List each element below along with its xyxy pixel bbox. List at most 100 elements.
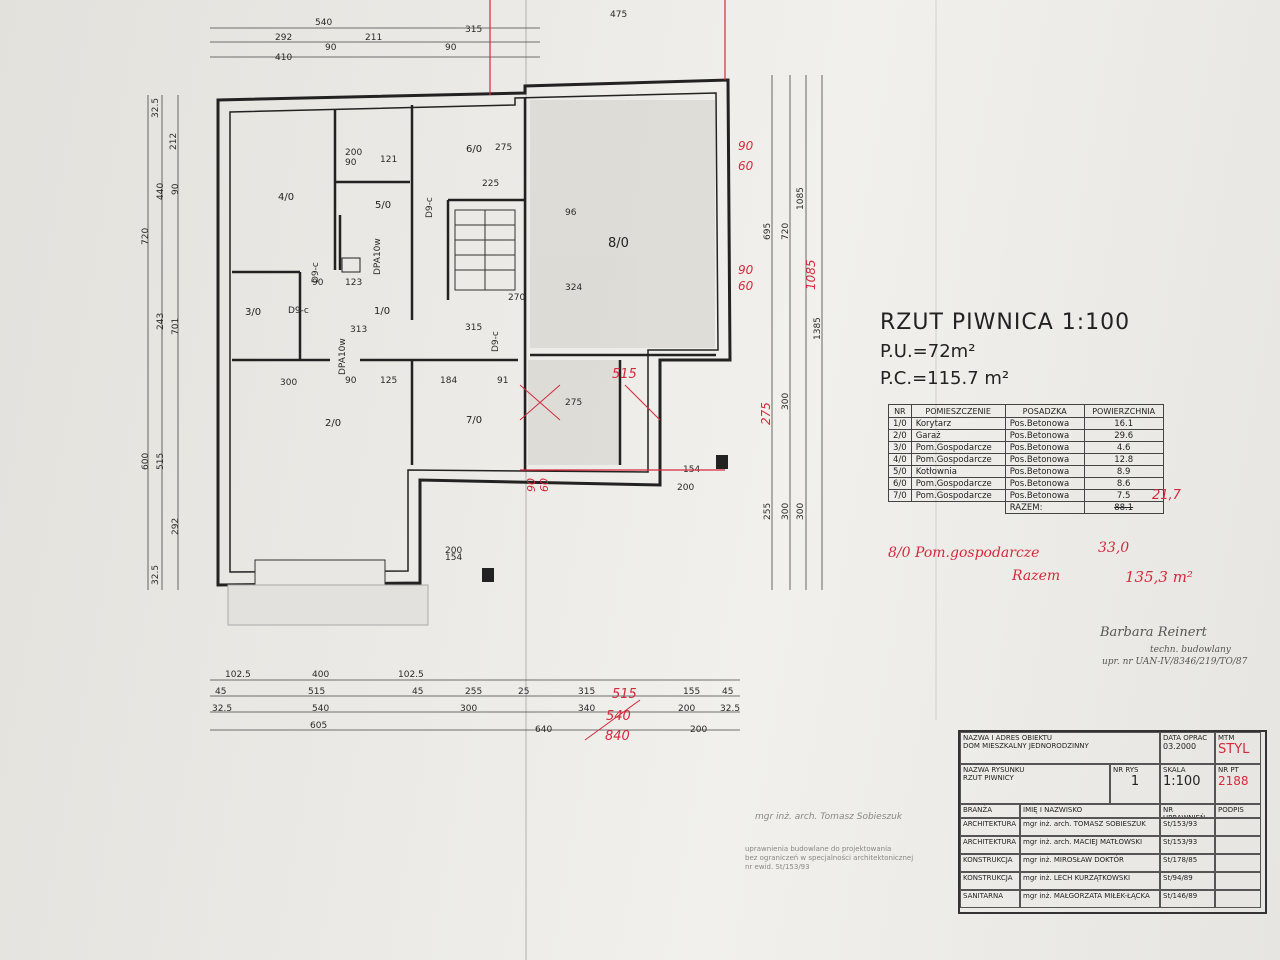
dimension-label: 600 bbox=[141, 453, 151, 470]
stamp-cell: ARCHITEKTURA bbox=[960, 836, 1020, 854]
stamp-address: NAZWA I ADRES OBIEKTU DOM MIESZKALNY JED… bbox=[960, 732, 1160, 764]
door-labels: DPA10w DPA10w D9-c D9-c D9-c D9-c bbox=[288, 197, 501, 375]
stamp-mtm: MTM STYL bbox=[1215, 732, 1261, 764]
handwritten-extra-room: 8/0 Pom.gospodarcze bbox=[888, 545, 1040, 561]
stamp-cell: St/178/85 bbox=[1160, 854, 1215, 872]
stamp-label: NR PT bbox=[1218, 766, 1239, 774]
stamp-value: DOM MIESZKALNY JEDNORODZINNY bbox=[963, 742, 1089, 750]
dimension-label: 275 bbox=[495, 143, 512, 153]
dimension-label: 90 bbox=[325, 43, 337, 53]
table-cell: Korytarz bbox=[910, 417, 1006, 430]
stamp-cell: ARCHITEKTURA bbox=[960, 818, 1020, 836]
boiler bbox=[341, 257, 361, 273]
stamp-label: MTM bbox=[1218, 734, 1235, 742]
stamp-cell: mgr inż. arch. TOMASZ SOBIESZUK bbox=[1020, 818, 1160, 836]
stamp-cell bbox=[1215, 872, 1261, 890]
total-value: 88.1 bbox=[1083, 501, 1164, 514]
dimension-label: 155 bbox=[683, 687, 700, 697]
red-dimension: 90 bbox=[738, 263, 754, 277]
red-dimension: 275 bbox=[759, 402, 773, 425]
dimension-label: 475 bbox=[610, 10, 627, 20]
dimension-label: 701 bbox=[171, 318, 181, 335]
room-label: 7/0 bbox=[466, 415, 482, 426]
dimension-label: 540 bbox=[315, 18, 332, 28]
stamp-value: RZUT PIWNICY bbox=[963, 774, 1014, 782]
dimension-label: 720 bbox=[141, 228, 151, 245]
red-dimension: 60 bbox=[738, 279, 754, 293]
table-cell: Pos.Betonowa bbox=[1004, 489, 1085, 502]
table-cell: 16.1 bbox=[1083, 417, 1164, 430]
table-cell: 1/0 bbox=[888, 417, 912, 430]
stamp-cell: St/94/89 bbox=[1160, 872, 1215, 890]
room-table: NR POMIESZCZENIE POSADZKA POWIERZCHNIA 1… bbox=[888, 404, 1164, 514]
table-cell: Pos.Betonowa bbox=[1004, 477, 1085, 490]
stamp-cell: mgr inż. MAŁGORZATA MIŁEK-ŁĄCKA bbox=[1020, 890, 1160, 908]
table-cell: Pos.Betonowa bbox=[1004, 417, 1085, 430]
dimension-label: 32.5 bbox=[212, 704, 232, 714]
stamp-label: SKALA bbox=[1163, 766, 1186, 774]
table-cell: Kotłownia bbox=[910, 465, 1006, 478]
dimension-label: 32.5 bbox=[720, 704, 740, 714]
stamp-cell: mgr inż. arch. MACIEJ MATŁOWSKI bbox=[1020, 836, 1160, 854]
room-label: 8/0 bbox=[608, 236, 629, 251]
dimension-label: 91 bbox=[497, 376, 508, 386]
dimension-label: 275 bbox=[565, 398, 582, 408]
dimension-label: 90 bbox=[345, 376, 357, 386]
room-label: 5/0 bbox=[375, 200, 391, 211]
title-stamp: NAZWA I ADRES OBIEKTU DOM MIESZKALNY JED… bbox=[958, 730, 1267, 914]
dimension-label: 32.5 bbox=[151, 98, 161, 118]
room-label: 1/0 bbox=[374, 306, 390, 317]
inner-walls bbox=[232, 98, 716, 470]
architect-name: mgr inż. arch. Tomasz Sobieszuk bbox=[755, 812, 903, 822]
table-header: POMIESZCZENIE bbox=[910, 404, 1006, 418]
dimension-label: 102.5 bbox=[225, 670, 251, 680]
concrete-hatching bbox=[528, 100, 715, 465]
dimension-label: 102.5 bbox=[398, 670, 424, 680]
stamp-cell: St/153/93 bbox=[1160, 836, 1215, 854]
door-label: D9-c bbox=[425, 197, 435, 218]
dimension-label: 225 bbox=[482, 179, 499, 189]
dimension-label: 300 bbox=[280, 378, 297, 388]
dimension-label: 45 bbox=[215, 687, 226, 697]
stamp-col-header: PODPIS bbox=[1215, 804, 1261, 818]
dimension-label: 211 bbox=[365, 33, 382, 43]
room-label: 4/0 bbox=[278, 192, 294, 203]
dimension-label: 90 bbox=[312, 278, 324, 288]
dimension-label: 243 bbox=[156, 313, 166, 330]
table-cell: 7/0 bbox=[888, 489, 912, 502]
stamp-cell: St/146/89 bbox=[1160, 890, 1215, 908]
table-cell: 12.8 bbox=[1083, 453, 1164, 466]
signature-title: techn. budowlany bbox=[1150, 645, 1231, 655]
red-dimension: 90 bbox=[525, 478, 538, 492]
stamp-nr: NR RYS 1 bbox=[1110, 764, 1160, 804]
total-label: RAZEM: bbox=[1004, 501, 1085, 514]
stamp-cell: KONSTRUKCJA bbox=[960, 872, 1020, 890]
red-dimension: 60 bbox=[538, 478, 551, 492]
table-cell: Garaż bbox=[910, 429, 1006, 442]
dimension-label: 292 bbox=[275, 33, 292, 43]
handwritten-extra-area: 33,0 bbox=[1098, 540, 1130, 556]
fold-crease bbox=[525, 0, 527, 960]
stamp-col-header: BRANŻA bbox=[960, 804, 1020, 818]
stamp-value: STYL bbox=[1218, 742, 1250, 757]
dimension-label: 121 bbox=[380, 155, 397, 165]
dimension-label: 25 bbox=[518, 687, 529, 697]
dimension-label: 292 bbox=[171, 518, 181, 535]
red-dimension: 540 bbox=[606, 709, 631, 724]
dimension-label: 400 bbox=[312, 670, 329, 680]
room-label: 3/0 bbox=[245, 307, 261, 318]
dimension-label: 184 bbox=[440, 376, 457, 386]
chimney bbox=[482, 568, 494, 582]
table-cell: 3/0 bbox=[888, 441, 912, 454]
